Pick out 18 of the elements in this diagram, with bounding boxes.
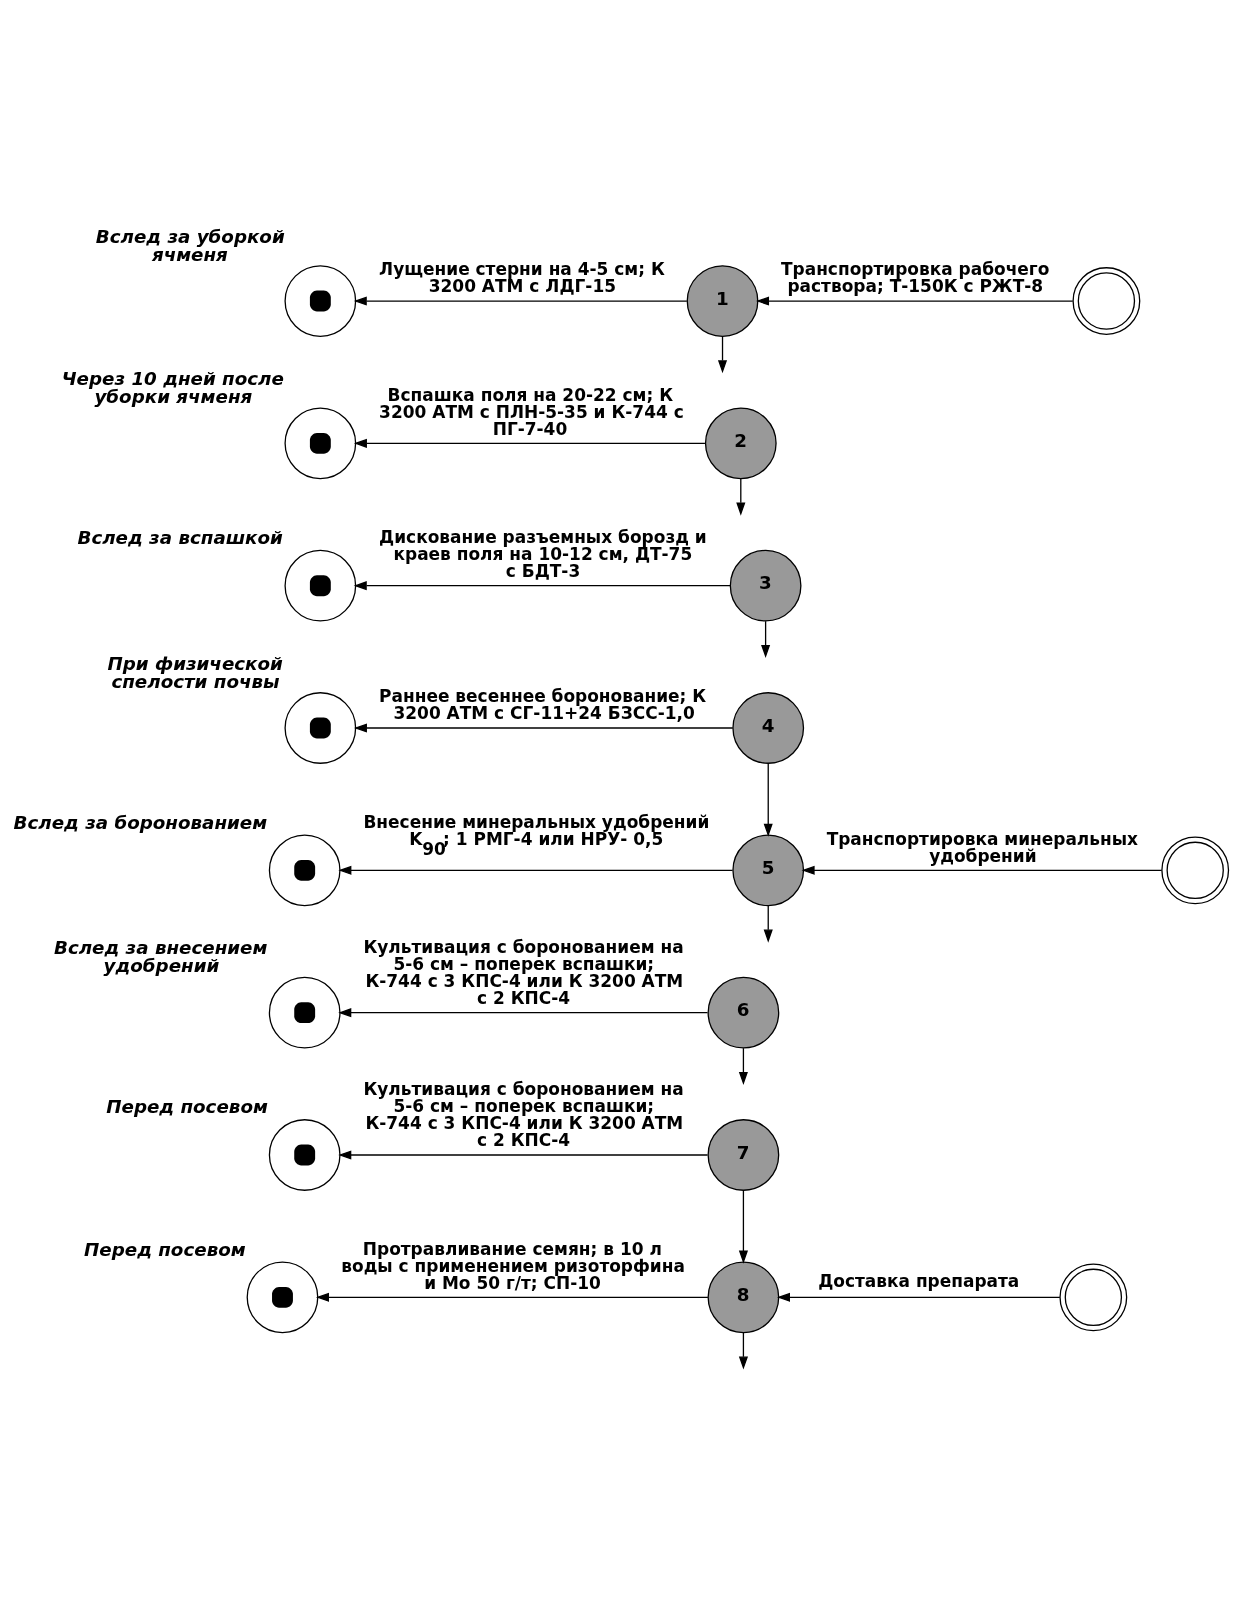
- edge-label: Культивация с боронованием на 5-6 см – поперек вспашки; К-744 с 3 КПС-4 или К 3200 АТМ с 2 КПС-4: [363, 1079, 684, 1151]
- node-label: Перед посевом: [106, 1096, 268, 1118]
- edge-label: Транспортировка рабочего раствора; Т-150К с РЖТ-8: [780, 259, 1050, 297]
- node-label: Перед посевом: [84, 1238, 246, 1260]
- edge-label: Протравливание семян; в 10 л воды с применением ризоторфина и Mo 50 г/т; СП-10: [341, 1238, 685, 1293]
- edge-label: Раннее весеннее боронование; К 3200 АТМ с СГ-11+24 БЗСС-1,0: [379, 686, 707, 724]
- node-label: Через 10 дней после уборки ячменя: [61, 367, 284, 408]
- edge-label: Лущение стерни на 4-5 см; К 3200 АТМ с ЛДГ-15: [379, 259, 665, 297]
- node-label: Вслед за боронованием: [13, 811, 268, 833]
- node-label: Вслед за вспашкой: [77, 527, 283, 549]
- edge-label: Дискование разъемных борозд и краев поля на 10-12 см, ДТ-75 с БДТ-3: [379, 527, 707, 582]
- node-label: При физической спелости почвы: [107, 652, 283, 692]
- edge-label: Культивация с боронованием на 5-6 см – поперек вспашки; К-744 с 3 КПС-4 или К 3200 АТМ с 2 КПС-4: [363, 937, 684, 1009]
- node-label: Вслед за уборкой ячменя: [95, 225, 285, 265]
- edge-label: Транспортировка минеральных удобрений: [826, 828, 1139, 866]
- node-label: Вслед за внесением удобрений: [53, 937, 268, 977]
- edge-label: Вспашка поля на 20-22 см; К 3200 АТМ с ПЛН-5-35 и К-744 с ПГ-7-40: [379, 384, 684, 439]
- edge-label: Доставка препарата: [818, 1271, 1020, 1292]
